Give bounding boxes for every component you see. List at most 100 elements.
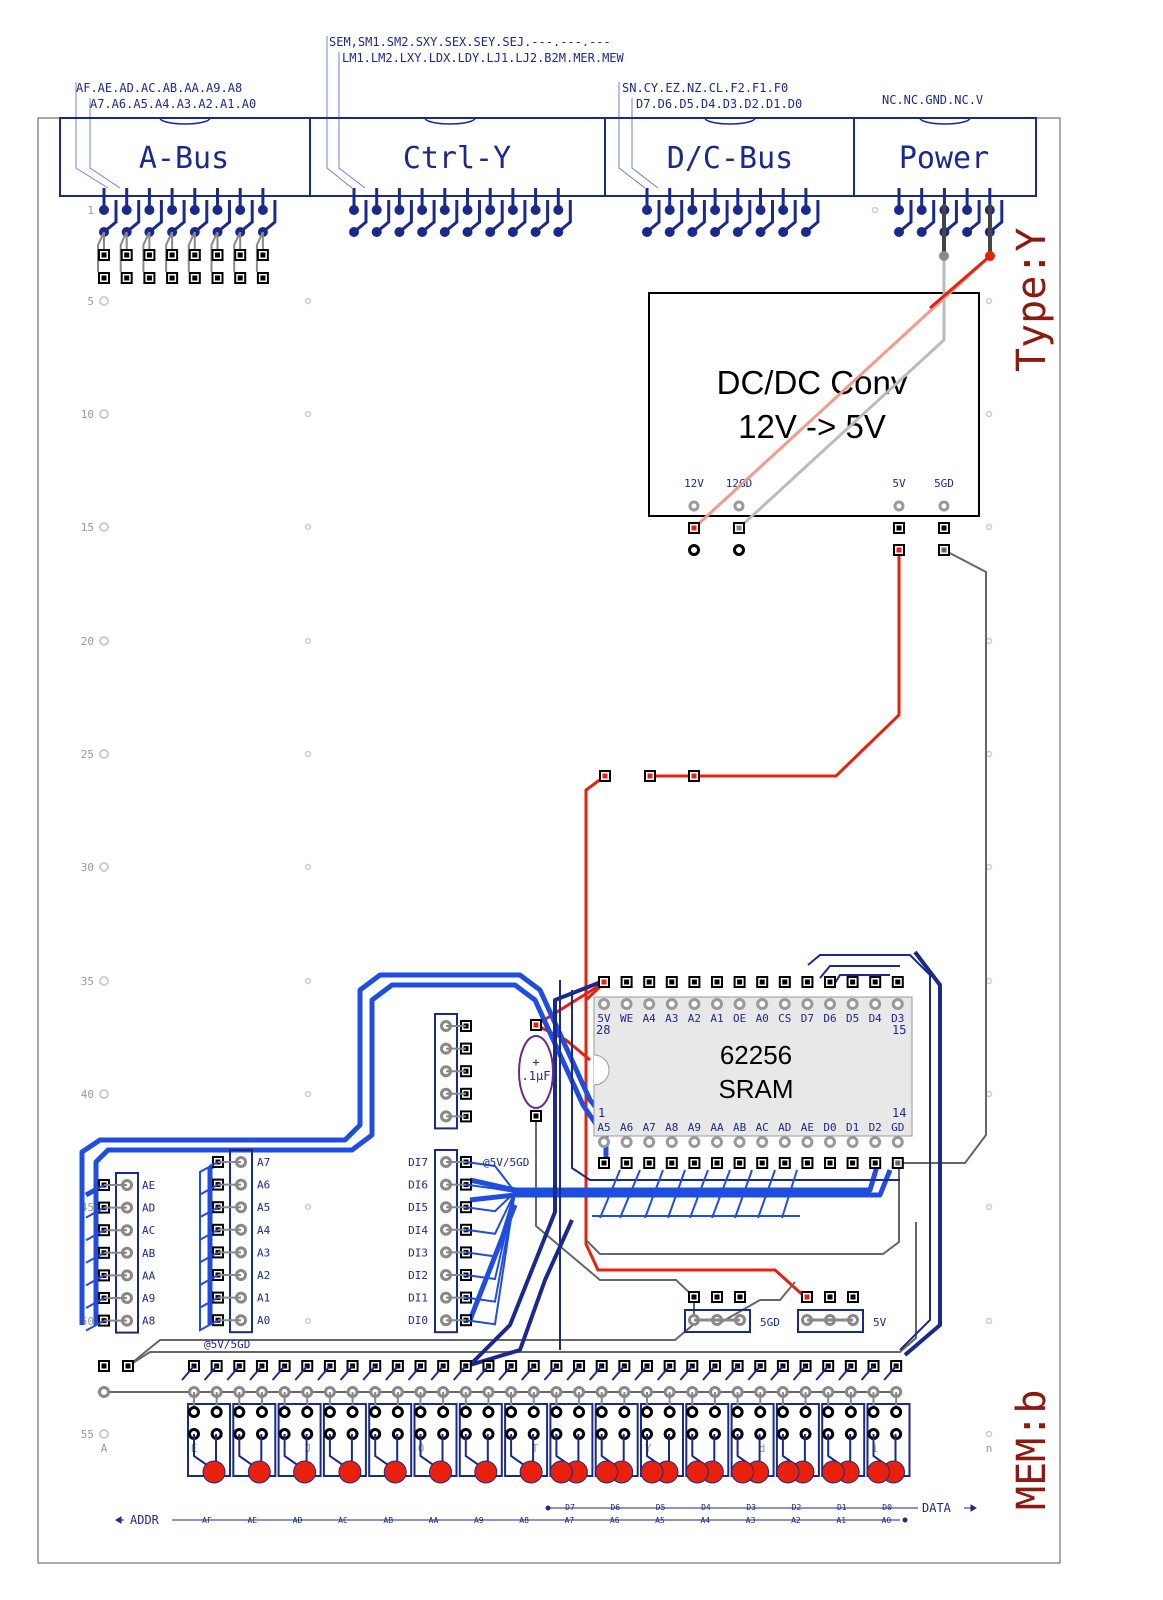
edge-gnd-lead [98, 1386, 110, 1398]
dcdc-12v-out [688, 544, 700, 556]
di-label: DI4 [408, 1224, 428, 1237]
sram-type: SRAM [718, 1074, 793, 1104]
header-pin [349, 227, 359, 237]
led-indicator [867, 1460, 890, 1484]
led-indicator [549, 1460, 573, 1484]
led-indicator [247, 1460, 271, 1484]
sram-bottom-pin-label: D0 [823, 1121, 836, 1134]
header-pin [778, 205, 789, 215]
bus-header-pin [595, 1406, 608, 1418]
dc-signals-bottom: D7.D6.D5.D4.D3.D2.D1.D0 [636, 97, 802, 111]
sram-bottom-pin-label: AA [710, 1121, 724, 1134]
addr-hi-label: AC [142, 1224, 155, 1237]
sram-bottom-pin [846, 1136, 859, 1148]
sram-top-pin [824, 998, 836, 1010]
bus-header-pin [459, 1406, 472, 1418]
row-number: 5 [87, 295, 94, 308]
header-pin [553, 205, 564, 215]
di-label: DI0 [408, 1314, 428, 1327]
capacitor: + .1μF [518, 1035, 554, 1109]
ctrl-signals-top: SEM,SM1.SM2.SXY.SEX.SEY.SEJ.---.---.--- [329, 35, 611, 49]
bus-header-pin [776, 1406, 789, 1418]
header-pin [144, 205, 155, 215]
bus-header-pin [346, 1406, 359, 1418]
power-signals: NC.NC.GND.NC.V [882, 93, 983, 107]
sram-top-pin [801, 998, 814, 1010]
header-pin [664, 205, 675, 215]
addr-hi-label: A9 [142, 1292, 155, 1305]
header-pin [167, 205, 178, 215]
v-jumper-tag: 5V [873, 1316, 887, 1329]
header-pin [121, 205, 132, 215]
header-pin [235, 205, 246, 215]
sram-top-pin-label: A0 [756, 1012, 769, 1025]
sram-bottom-pin [824, 1136, 836, 1148]
addr-lo-label: A3 [257, 1246, 270, 1259]
sram-bottom-pin [688, 1136, 701, 1148]
sram-top-pin [756, 998, 769, 1010]
di-label: DI6 [408, 1179, 428, 1192]
led-indicator [474, 1460, 498, 1484]
footer-data-label: DATA [922, 1501, 952, 1515]
addr-hi-label: A8 [142, 1315, 155, 1328]
addr-lo-label: A4 [257, 1224, 271, 1237]
sram-bottom-pin-label: AE [801, 1121, 814, 1134]
dcdc-title: DC/DC Conv [717, 364, 908, 401]
header-pin [755, 205, 766, 215]
footer-addr-signal: A1 [836, 1516, 846, 1525]
addr-lo-label: A6 [257, 1179, 270, 1192]
di-label: DI1 [408, 1292, 428, 1305]
header-pin [553, 227, 564, 237]
footer-data-signal: D0 [882, 1503, 892, 1512]
sram-bottom-pin-label: AB [733, 1121, 747, 1134]
addr-hi-label: AB [142, 1247, 156, 1260]
col-letter-i: i [872, 1442, 879, 1455]
sram-bottom-pin [665, 1136, 678, 1148]
bus-header-pin [255, 1406, 268, 1418]
bus-header-pin [641, 1406, 653, 1418]
led-indicator [338, 1460, 362, 1484]
row-number: 25 [81, 748, 94, 761]
sram-pin-28: 28 [596, 1023, 610, 1037]
sram-top-pin [846, 998, 859, 1010]
header-pin [687, 227, 698, 237]
dcdc-module [648, 292, 980, 517]
led-indicator [429, 1460, 452, 1484]
header-pin [642, 205, 652, 215]
row-number: 1 [87, 204, 94, 217]
dc-signals-top: SN.CY.EZ.NZ.CL.F2.F1.F0 [622, 81, 788, 95]
bus-header-pin [323, 1406, 336, 1418]
footer-addr-signal: A5 [655, 1516, 665, 1525]
bus-header-pin [731, 1406, 744, 1418]
sram-top-pin-label: D4 [869, 1012, 883, 1025]
dcdc-pin-12v: 12V [684, 477, 704, 490]
di-supply-tag: @5V/5GD [483, 1156, 529, 1169]
bus-header-pin [482, 1406, 495, 1418]
footer-addr-signal: A7 [565, 1516, 575, 1525]
sram-bottom-pin-label: A6 [620, 1121, 633, 1134]
capacitor-polarity: + [532, 1055, 539, 1069]
header-pin [189, 205, 200, 215]
row-number: 35 [81, 975, 94, 988]
sram-pin-14: 14 [892, 1106, 906, 1120]
sram-bottom-pin [869, 1136, 882, 1148]
ctrl-y-connector: Ctrl-Y [403, 141, 511, 176]
sram-bottom-pin [598, 1136, 610, 1148]
sram-top-pin [598, 998, 610, 1010]
dcdc-12gd-out [733, 544, 745, 556]
footer-addr-signal: A6 [610, 1516, 620, 1525]
footer-addr-signal: AC [338, 1516, 348, 1525]
header-pin [371, 205, 382, 215]
header-pin [894, 205, 904, 215]
sram-bottom-pin [620, 1136, 633, 1148]
sram-pin-1: 1 [598, 1106, 605, 1120]
row-number: 10 [81, 408, 94, 421]
led-indicator [776, 1460, 800, 1484]
sram-top-pin-label: CS [778, 1012, 791, 1025]
sram-bottom-pin [891, 1136, 904, 1148]
bus-header-pin [414, 1406, 427, 1418]
header-pin [417, 205, 428, 215]
sram-bottom-pin [778, 1136, 791, 1148]
bus-header-pin [210, 1406, 223, 1418]
sram-top-pin [711, 998, 723, 1010]
